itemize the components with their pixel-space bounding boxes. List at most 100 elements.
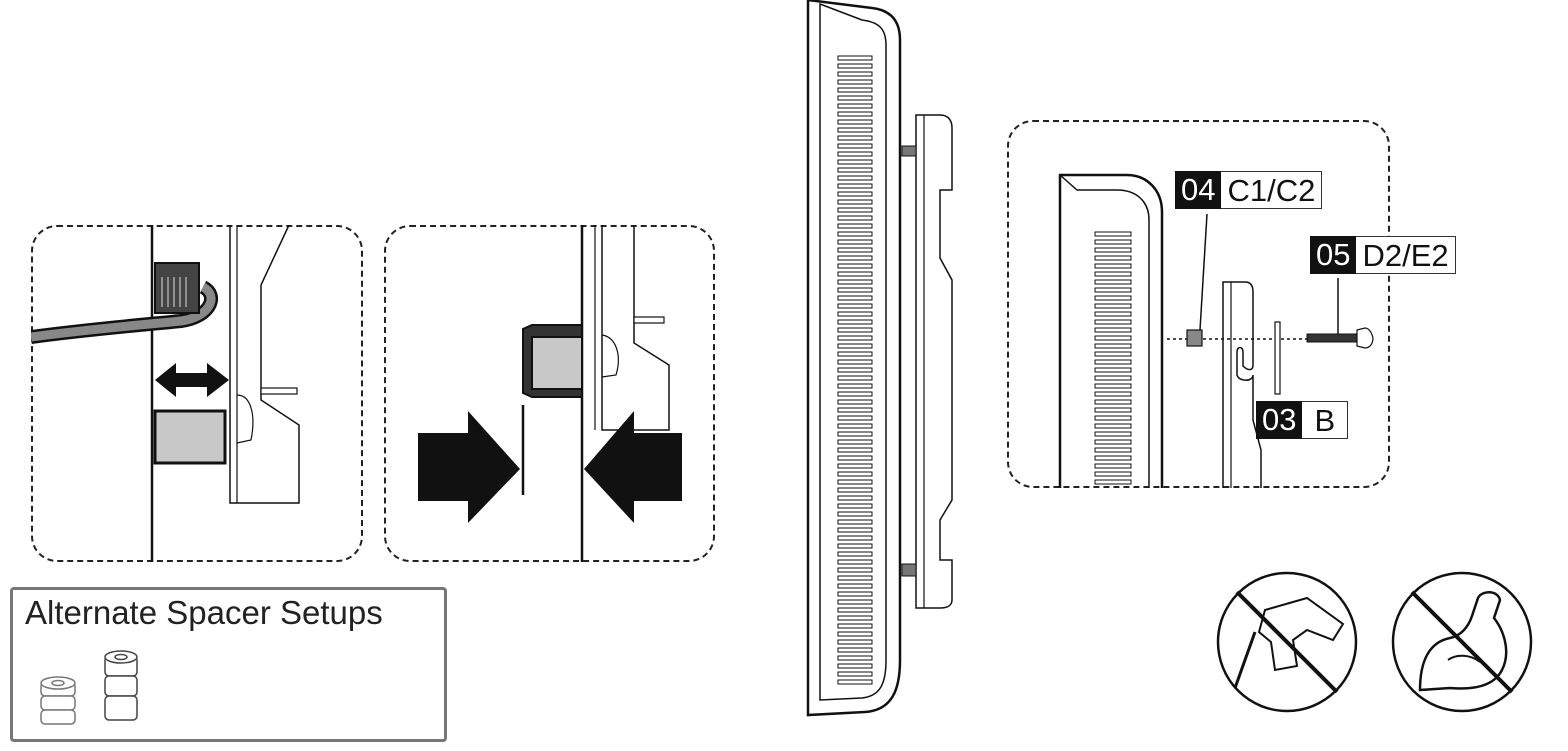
- vent-slot: [1094, 367, 1132, 373]
- vent-slot: [837, 599, 873, 605]
- callout-05-part: D2/E2: [1356, 236, 1456, 274]
- double-arrow-icon: [155, 363, 229, 397]
- wall-plate: [915, 114, 953, 609]
- vent-slot: [837, 215, 873, 221]
- vent-slot: [837, 375, 873, 381]
- spacer-stack-icons: [40, 650, 138, 725]
- vent-slot: [837, 551, 873, 557]
- vent-slot: [837, 679, 873, 685]
- press-arrow-left-icon: [584, 411, 682, 523]
- vent-slot: [837, 207, 873, 213]
- cable-spacer-drawing: [31, 225, 300, 562]
- vent-slot: [1094, 463, 1132, 469]
- tv-corner-outline: [1058, 173, 1164, 488]
- vent-slot: [1094, 279, 1132, 285]
- spacer-top: [901, 145, 917, 157]
- hardware-exploded-drawing: [1058, 173, 1374, 488]
- vent-slot: [837, 623, 873, 629]
- vent-slot: [837, 535, 873, 541]
- vent-slot: [837, 495, 873, 501]
- vent-slot: [1094, 447, 1132, 453]
- vent-slot: [837, 559, 873, 565]
- vent-slot: [837, 567, 873, 573]
- vent-slot: [837, 191, 873, 197]
- bracket-outline: [229, 225, 300, 504]
- vent-slot: [837, 655, 873, 661]
- vent-slot: [837, 583, 873, 589]
- vent-slot: [837, 119, 873, 125]
- vent-slot: [1094, 431, 1132, 437]
- no-power-drill-icon: [1216, 571, 1358, 713]
- vent-slot: [837, 263, 873, 269]
- vent-slot: [837, 575, 873, 581]
- vent-slot: [837, 95, 873, 101]
- vent-slot: [837, 639, 873, 645]
- vent-slot: [1094, 303, 1132, 309]
- vent-slot: [1094, 263, 1132, 269]
- vent-slot: [1094, 351, 1132, 357]
- vent-slot: [837, 327, 873, 333]
- wall-bracket: [1222, 281, 1262, 488]
- vent-slot: [1094, 359, 1132, 365]
- vent-slot: [837, 199, 873, 205]
- vent-slot: [837, 319, 873, 325]
- vent-slot: [837, 143, 873, 149]
- vent-slot: [837, 631, 873, 637]
- cable-spacer-detail-panel: [31, 225, 363, 562]
- vent-slot: [837, 399, 873, 405]
- vent-slot: [1094, 375, 1132, 381]
- alternate-spacer-setups-title: Alternate Spacer Setups: [25, 594, 383, 631]
- vent-slot: [837, 183, 873, 189]
- vent-slot: [1094, 423, 1132, 429]
- callout-03-part: B: [1302, 401, 1349, 439]
- vent-slot: [837, 271, 873, 277]
- vent-slot: [1094, 327, 1132, 333]
- vent-slot: [837, 247, 873, 253]
- vent-slot: [837, 439, 873, 445]
- vent-slot: [1094, 479, 1132, 485]
- vent-slot: [837, 311, 873, 317]
- spacer-block: [531, 336, 583, 390]
- bolt-part: [1306, 333, 1358, 343]
- vent-slot: [1094, 335, 1132, 341]
- vent-slot: [837, 519, 873, 525]
- vent-slot: [837, 111, 873, 117]
- vent-slot: [1094, 287, 1132, 293]
- vent-slot: [837, 335, 873, 341]
- vent-slot: [1094, 319, 1132, 325]
- spacer-block: [153, 409, 227, 465]
- vent-slot: [837, 471, 873, 477]
- tv-side-view-drawing: [806, 0, 953, 717]
- vent-slot: [837, 607, 873, 613]
- vent-slot: [1094, 439, 1132, 445]
- vent-slot: [837, 367, 873, 373]
- callout-03: 03 B: [1256, 401, 1349, 439]
- vent-slot: [837, 167, 873, 173]
- bracket-outline: [601, 225, 670, 431]
- vent-slot: [1094, 271, 1132, 277]
- vent-slot: [837, 431, 873, 437]
- vent-slot: [837, 503, 873, 509]
- vent-slot: [837, 463, 873, 469]
- vent-slot: [837, 127, 873, 133]
- vent-slot: [837, 63, 873, 69]
- vent-slot: [837, 591, 873, 597]
- vent-slot: [1094, 383, 1132, 389]
- vent-slot: [1094, 399, 1132, 405]
- vent-slot: [837, 511, 873, 517]
- vent-slot: [1094, 391, 1132, 397]
- callout-04-part: C1/C2: [1221, 171, 1323, 209]
- tv-profile: [806, 0, 902, 717]
- vent-slot: [837, 671, 873, 677]
- vent-slot: [837, 407, 873, 413]
- tv-vent-slots: [837, 55, 873, 685]
- vent-slot: [837, 527, 873, 533]
- tv-vent-slots: [1094, 231, 1132, 485]
- vent-slot: [1094, 295, 1132, 301]
- vent-slot: [837, 423, 873, 429]
- vent-slot: [837, 87, 873, 93]
- vent-slot: [1094, 343, 1132, 349]
- vent-slot: [837, 279, 873, 285]
- vent-slot: [837, 71, 873, 77]
